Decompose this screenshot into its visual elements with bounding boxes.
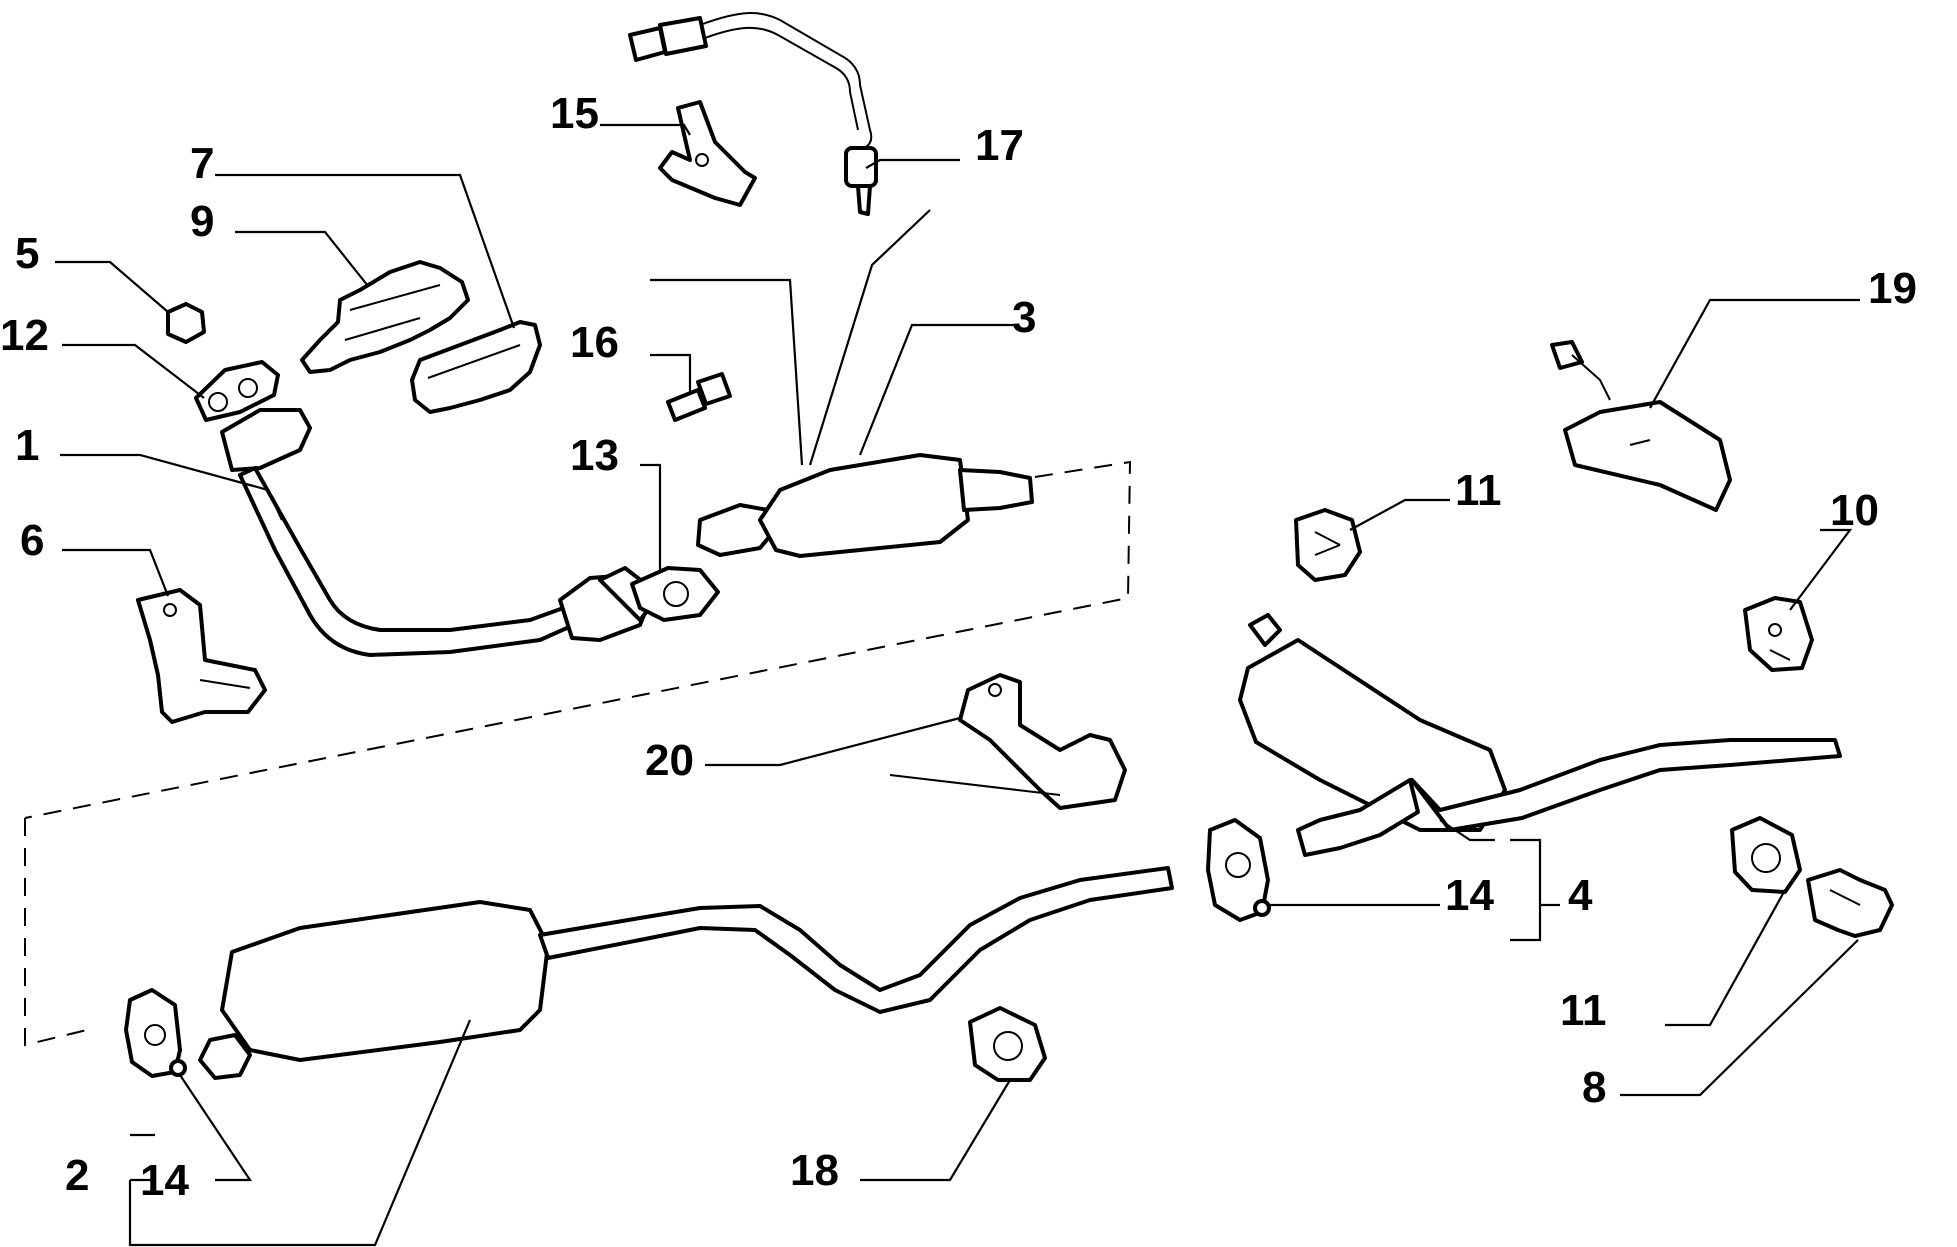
rubber-mount-part-11-lower (1730, 816, 1802, 894)
label-6: 6 (20, 516, 44, 565)
hanger-part-8 (1806, 868, 1894, 938)
label-9: 9 (190, 197, 214, 246)
rubber-mount-part-10 (1743, 596, 1814, 672)
middle-muffler-part-2 (198, 866, 1174, 1080)
label-11-upper: 11 (1455, 466, 1502, 515)
clamp-part-14-left (124, 988, 187, 1078)
label-4: 4 (1568, 871, 1593, 920)
clamp-part-14-right (1206, 818, 1271, 922)
label-19: 19 (1868, 264, 1917, 313)
label-18: 18 (790, 1146, 839, 1195)
label-5: 5 (15, 229, 39, 278)
heat-shield-part-9 (300, 260, 470, 374)
hanger-bracket-part-19 (1550, 340, 1732, 512)
label-15: 15 (550, 89, 599, 138)
sensor-bracket-part-15 (658, 100, 757, 207)
heat-shield-part-7 (410, 320, 542, 414)
label-14-right: 14 (1445, 871, 1494, 920)
label-11-lower: 11 (1560, 986, 1607, 1035)
gasket-part-13 (630, 566, 720, 622)
callout-labels: 15 17 7 9 5 12 1 6 16 13 3 19 11 10 20 1… (0, 89, 1917, 1205)
label-14-left: 14 (140, 1156, 189, 1205)
dashed-reference-lines (24, 460, 1132, 1047)
label-3: 3 (1012, 293, 1036, 342)
gasket-part-12 (194, 360, 280, 422)
rubber-mount-part-11-upper (1294, 508, 1362, 582)
label-16: 16 (570, 318, 619, 367)
rubber-mount-part-18 (968, 1006, 1047, 1082)
label-13: 13 (570, 431, 619, 480)
bracket-part-20 (889, 673, 1127, 810)
label-7: 7 (190, 139, 214, 188)
label-20: 20 (645, 736, 694, 785)
rear-muffler-part-4 (1238, 613, 1842, 857)
bolt-part-16 (666, 372, 732, 422)
label-8: 8 (1582, 1063, 1606, 1112)
catalytic-converter-part-3 (696, 453, 1034, 558)
nut-part-5 (166, 302, 206, 344)
label-10: 10 (1830, 486, 1879, 535)
label-12: 12 (0, 311, 49, 360)
leader-lines (55, 123, 1860, 1247)
label-1: 1 (15, 421, 39, 470)
label-17: 17 (975, 121, 1024, 170)
label-2: 2 (65, 1151, 89, 1200)
bracket-part-6 (136, 588, 267, 724)
lambda-sensor-part-17 (628, 12, 878, 216)
